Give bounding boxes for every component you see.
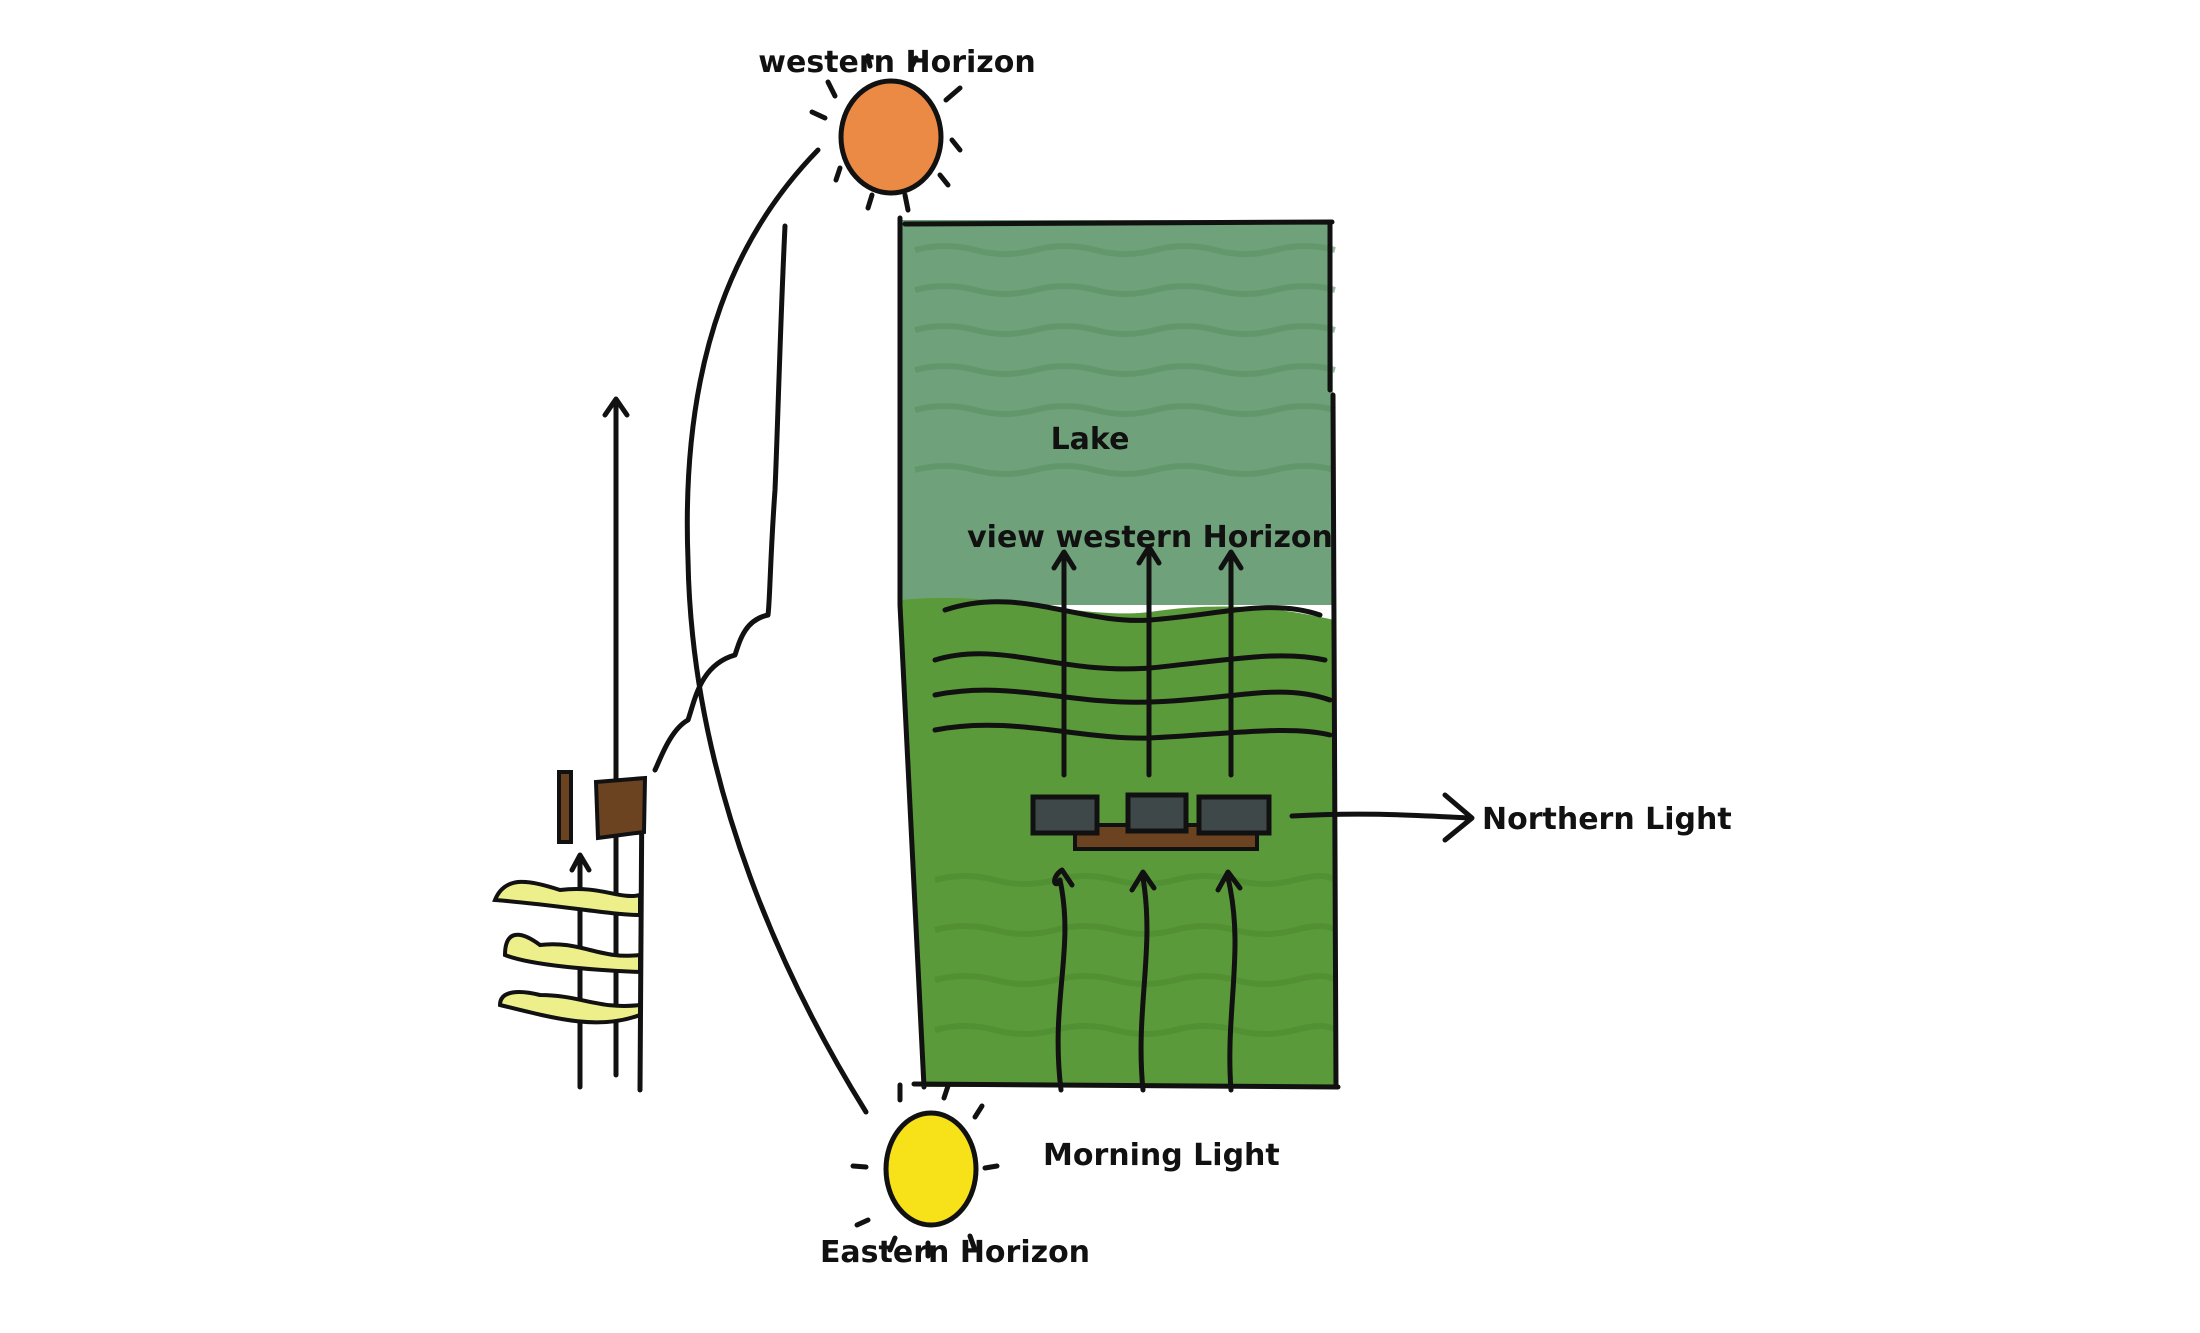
lake-label: Lake — [1051, 422, 1130, 457]
western-horizon-label: western Horizon — [758, 45, 1035, 80]
window-box — [1030, 794, 1100, 836]
northern-light-label: Northern Light — [1482, 802, 1732, 837]
morning-light-label: Morning Light — [1043, 1138, 1280, 1173]
window-box — [1125, 792, 1189, 834]
site-plan — [897, 215, 1475, 1093]
morning-light-arrows — [1052, 867, 1243, 1093]
view-arrows — [1051, 544, 1244, 778]
sun-path — [652, 147, 869, 1115]
building-section — [593, 775, 648, 841]
trees — [492, 879, 642, 1025]
sunrise-sun-icon — [850, 1082, 1000, 1259]
view-western-horizon-label: view western Horizon — [967, 520, 1333, 555]
building-wall-section — [557, 770, 573, 844]
northern-light-arrow — [1289, 792, 1475, 843]
sunset-sun-icon — [809, 53, 963, 213]
section-sketch — [492, 396, 648, 1093]
window-box — [1196, 794, 1272, 836]
site-outline — [897, 215, 1341, 1090]
eastern-horizon-label: Eastern Horizon — [820, 1235, 1090, 1270]
lake-texture — [914, 243, 1336, 477]
building-plan — [1030, 792, 1272, 851]
